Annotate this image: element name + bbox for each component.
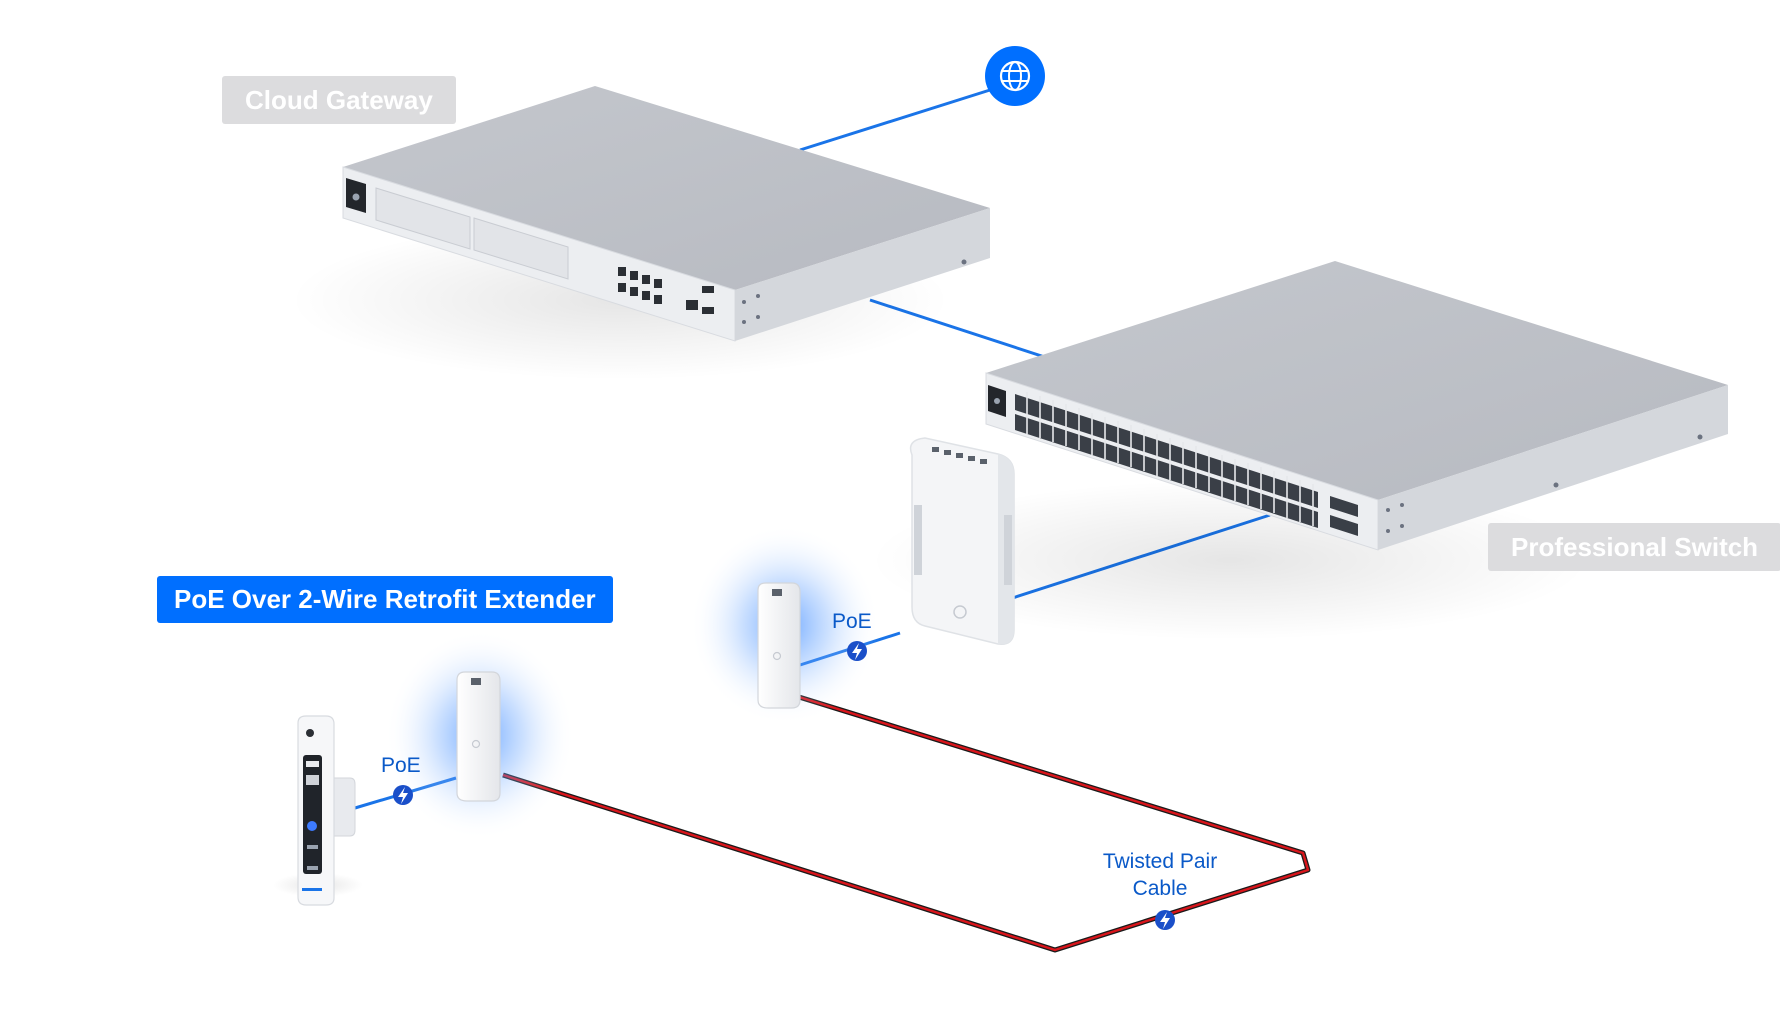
poe-extender-right (690, 525, 880, 725)
poe-label-right: PoE (832, 610, 872, 633)
lightning-bolt-icon (393, 785, 413, 805)
cloud-gateway-device (290, 86, 990, 380)
access-hub-device (909, 437, 1015, 645)
cable-label-line-1: Twisted Pair (1102, 850, 1218, 873)
lightning-bolt-icon (1155, 910, 1175, 930)
cable-internet-link (799, 88, 991, 152)
lightning-bolt-icon (847, 641, 867, 661)
access-reader-intercom (273, 715, 363, 906)
poe-label-left: PoE (381, 754, 421, 777)
professional-switch-label: Professional Switch (1488, 523, 1780, 571)
cable-label-line-2: Cable (1132, 877, 1188, 900)
professional-switch-device (870, 261, 1728, 640)
cloud-gateway-label: Cloud Gateway (222, 76, 456, 124)
twisted-pair-cable (502, 694, 1311, 953)
poe-extender-left (385, 630, 575, 840)
extender-title-label: PoE Over 2-Wire Retrofit Extender (157, 576, 613, 623)
twisted-pair-cable-label: Twisted Pair Cable (1090, 848, 1230, 902)
globe-icon (985, 46, 1045, 106)
